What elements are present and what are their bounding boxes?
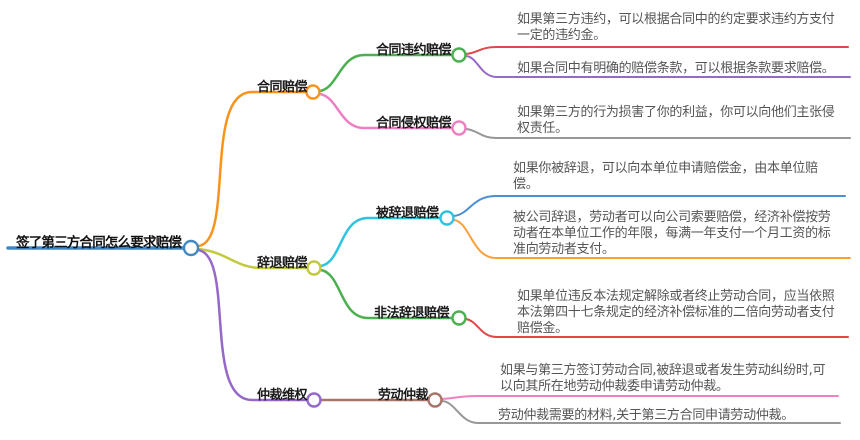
node-handle-contract-breach[interactable] [451, 47, 467, 63]
branch-topic-arbitration-rights[interactable]: 仲裁维权 [257, 388, 308, 403]
connector-leaf-breach-penalty [465, 46, 849, 55]
leaf-note-breach-penalty[interactable]: 如果第三方违约，可以根据合同中的约定要求违约方支付一定的违约金。 [517, 12, 835, 43]
subtopic-illegal-dismissal-compensation[interactable]: 非法辞退赔偿 [374, 306, 450, 321]
connector-contract-compensation [196, 90, 308, 248]
connector-illegal-dismissal [319, 268, 454, 320]
root-topic[interactable]: 签了第三方合同怎么要求赔偿 [16, 235, 182, 251]
connector-leaf-apply-company [453, 195, 846, 217]
node-handle-dismissed-compensation[interactable] [439, 210, 455, 226]
connector-leaf-apply-arbitration [441, 395, 839, 400]
subtopic-contract-breach-compensation[interactable]: 合同违约赔偿 [376, 43, 452, 58]
subtopic-contract-infringement-compensation[interactable]: 合同侵权赔偿 [376, 116, 452, 131]
subtopic-labor-arbitration[interactable]: 劳动仲裁 [378, 388, 429, 403]
leaf-note-apply-arbitration[interactable]: 如果与第三方签订劳动合同,被辞退或者发生劳动纠纷时,可以向其所在地劳动仲裁委申请… [500, 363, 826, 394]
connector-leaf-arbitration-materials [441, 400, 841, 424]
connector-contract-infringement [318, 92, 454, 130]
connector-contract-breach [318, 53, 454, 93]
connector-leaf-infringement-liability [465, 128, 851, 139]
leaf-note-compensation-clause[interactable]: 如果合同中有明确的赔偿条款，可以根据条款要求赔偿。 [517, 61, 835, 76]
connector-leaf-compensation-clause [465, 55, 851, 78]
leaf-note-apply-company[interactable]: 如果你被辞退，可以向本单位申请赔偿金，由本单位赔偿。 [513, 161, 818, 192]
node-handle-contract-compensation[interactable] [305, 84, 321, 100]
node-handle-illegal-dismissal[interactable] [451, 310, 467, 326]
leaf-note-arbitration-materials[interactable]: 劳动仲裁需要的材料,关于第三方合同申请劳动仲裁。 [498, 408, 794, 423]
node-handle-arbitration-rights[interactable] [306, 392, 322, 408]
subtopic-dismissed-compensation[interactable]: 被辞退赔偿 [376, 206, 439, 221]
connector-leaf-double-compensation [465, 318, 849, 338]
leaf-note-infringement-liability[interactable]: 如果第三方的行为损害了你的利益，你可以向他们主张侵权责任。 [517, 105, 835, 136]
node-handle-root[interactable] [182, 239, 200, 257]
branch-topic-contract-compensation[interactable]: 合同赔偿 [257, 80, 308, 95]
connector-leaf-economic-compensation [453, 219, 851, 259]
node-handle-labor-arbitration[interactable] [427, 392, 443, 408]
leaf-note-economic-compensation[interactable]: 被公司辞退，劳动者可以向公司索要赔偿，经济补偿按劳动者在本单位工作的年限，每满一… [513, 210, 831, 257]
connector-dismissed-compensation [319, 216, 442, 268]
node-handle-dismissal-compensation[interactable] [306, 260, 322, 276]
connector-dismissal-compensation [196, 247, 309, 270]
connector-arbitration-rights [196, 248, 309, 402]
branch-topic-dismissal-compensation[interactable]: 辞退赔偿 [257, 256, 308, 271]
leaf-note-double-compensation[interactable]: 如果单位违反本法规定解除或者终止劳动合同，应当依照本法第四十七条规定的经济补偿标… [517, 289, 835, 336]
node-handle-contract-infringement[interactable] [451, 120, 467, 136]
